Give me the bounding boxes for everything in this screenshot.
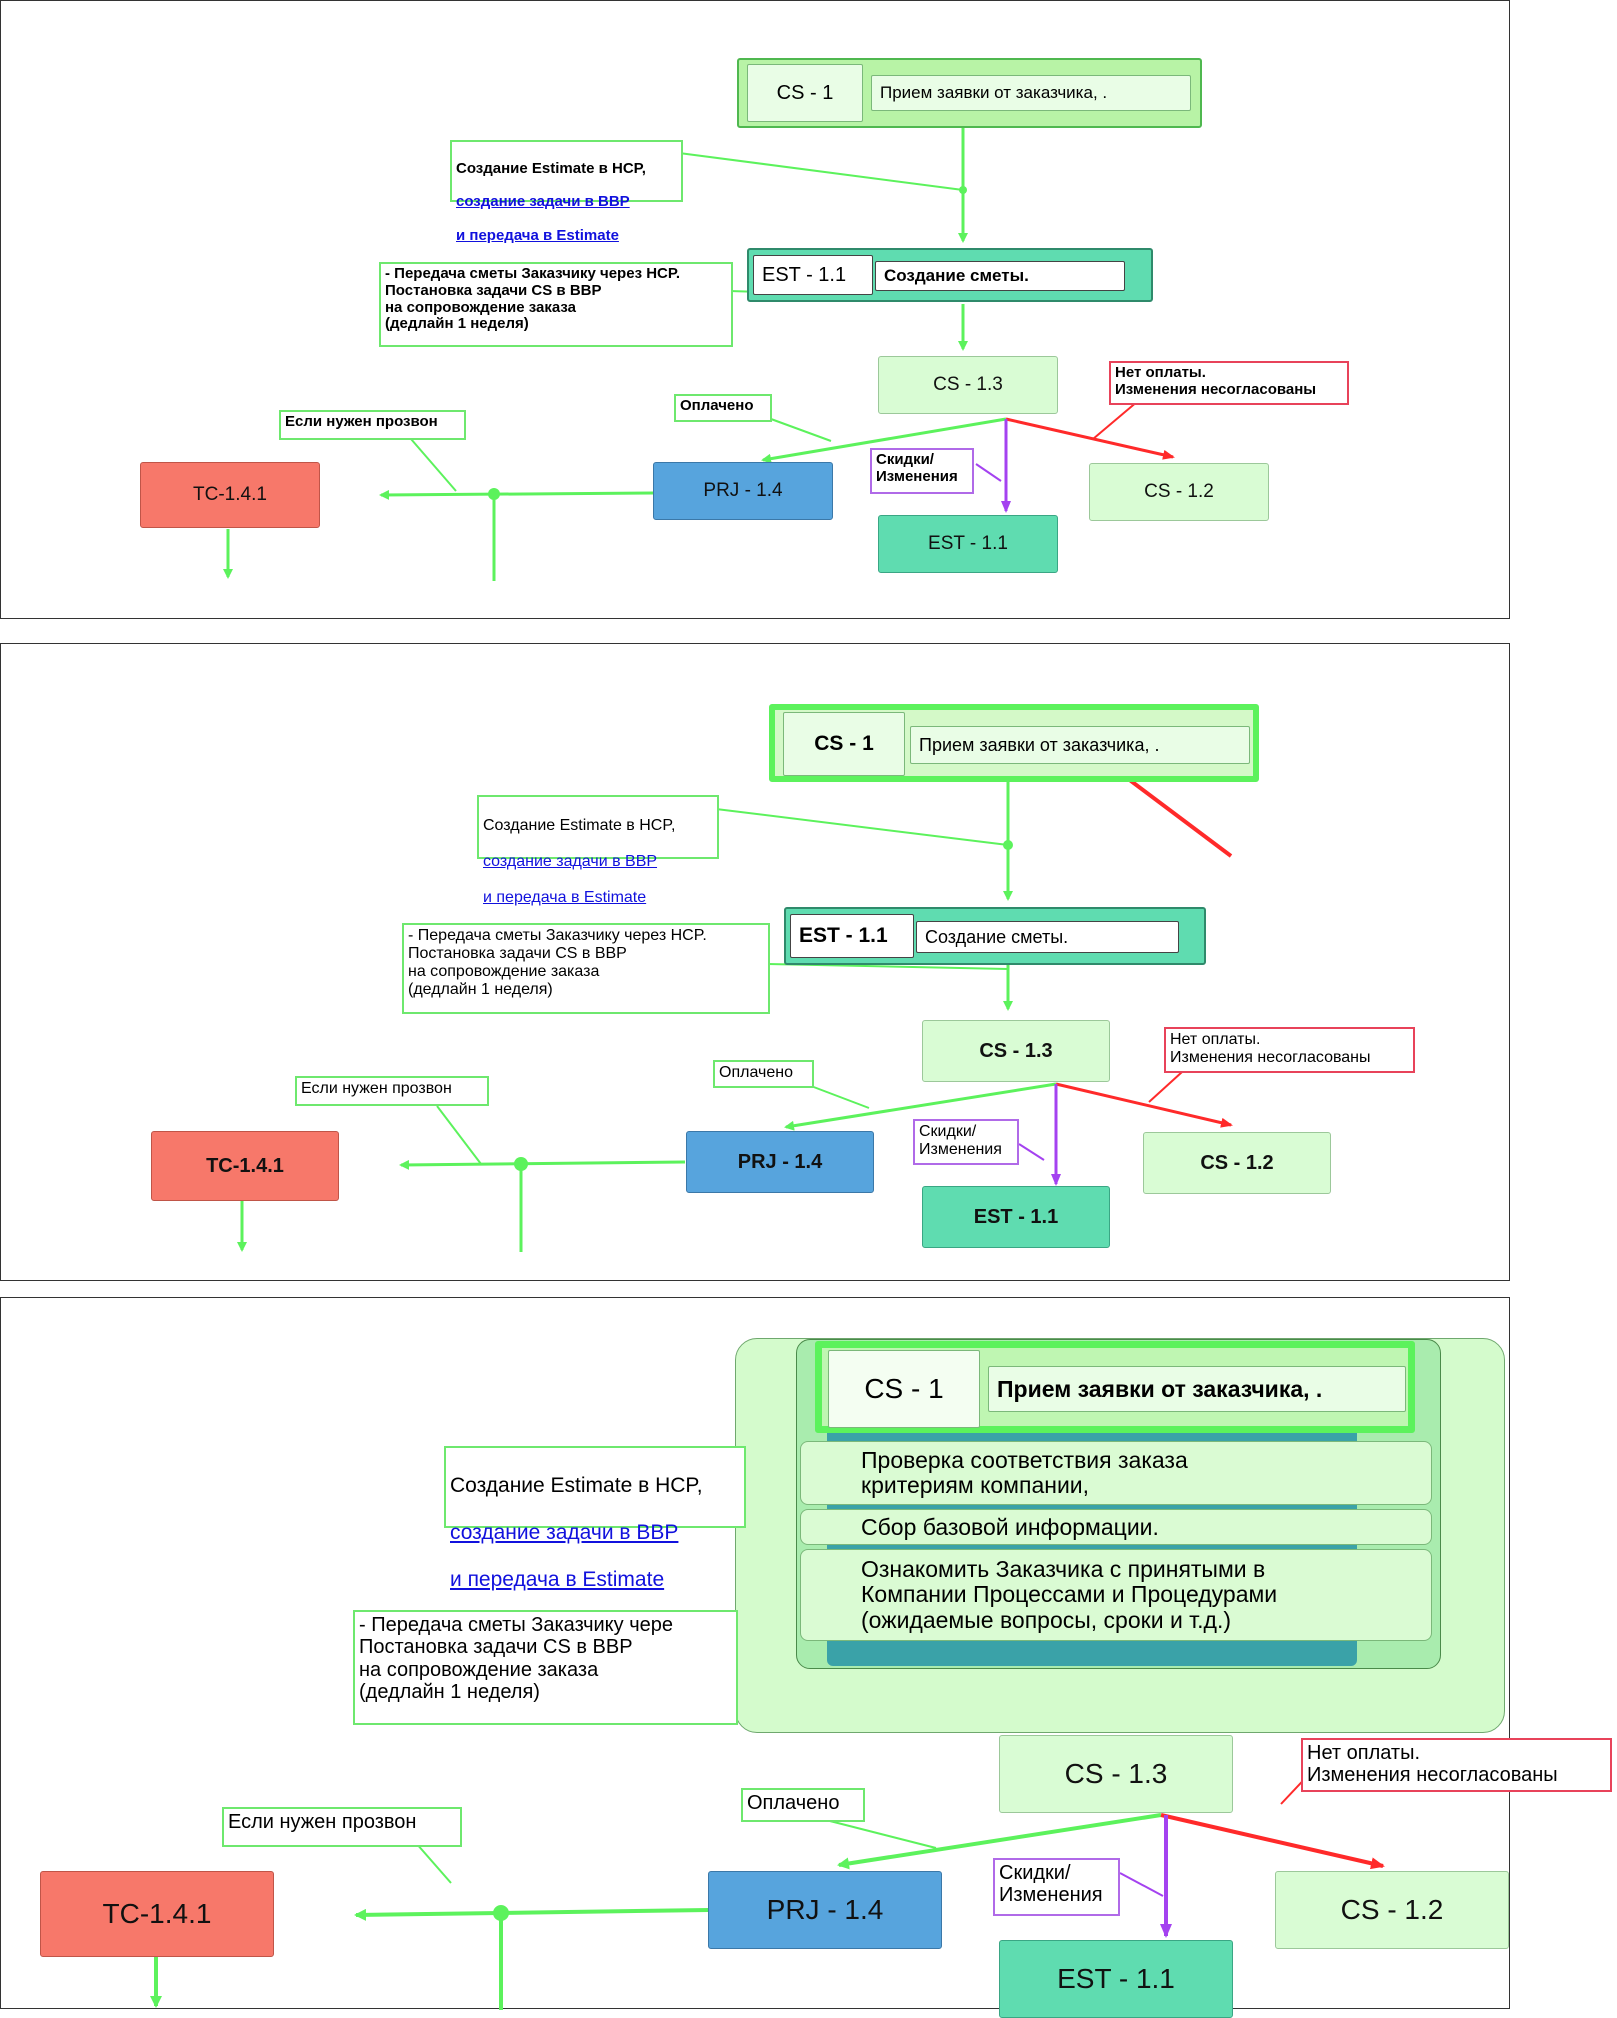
est11b-node[interactable]: EST - 1.1 xyxy=(878,515,1058,573)
call-needed-annotation: Если нужен прозвон xyxy=(279,410,466,440)
paid-annotation: Оплачено xyxy=(713,1060,814,1088)
estimate-annotation: Создание Estimate в HCP, создание задачи… xyxy=(450,140,683,244)
estimate-link-2[interactable]: создание задачи в BBP xyxy=(456,193,630,211)
cs12-node[interactable]: CS - 1.2 xyxy=(1089,463,1269,521)
no-payment-annotation: Нет оплаты. Изменения несогласованы xyxy=(1164,1027,1415,1073)
est11-id[interactable]: EST - 1.1 xyxy=(753,255,873,295)
tc141-node[interactable]: TC-1.4.1 xyxy=(151,1131,339,1201)
panel-1-connectors xyxy=(223,125,1175,581)
task-item-processes[interactable]: Ознакомить Заказчика с принятыми в Компа… xyxy=(800,1549,1432,1641)
paid-annotation: Оплачено xyxy=(674,394,772,422)
panel-3: CS - 1 Прием заявки от заказчика, . Пров… xyxy=(0,1297,1612,2018)
panel-2: CS - 1 Прием заявки от заказчика, . EST … xyxy=(0,643,1510,1281)
estimate-line-1: Создание Estimate в HCP, xyxy=(456,159,646,177)
discounts-annotation: Скидки/ Изменения xyxy=(870,448,974,494)
est11-title[interactable]: Создание сметы. xyxy=(916,921,1179,953)
est11-title[interactable]: Создание сметы. xyxy=(875,261,1125,291)
handover-annotation: - Передача сметы Заказчику через HCP. По… xyxy=(379,262,733,347)
no-payment-annotation: Нет оплаты. Изменения несогласованы xyxy=(1301,1738,1612,1792)
est11b-node[interactable]: EST - 1.1 xyxy=(999,1940,1233,2018)
cs13-node[interactable]: CS - 1.3 xyxy=(878,356,1058,414)
estimate-line-1: Создание Estimate в HCP, xyxy=(483,816,676,834)
prj14-node[interactable]: PRJ - 1.4 xyxy=(708,1871,942,1949)
estimate-annotation: Создание Estimate в HCP, создание задачи… xyxy=(477,795,719,906)
panel-2-connectors xyxy=(237,770,1233,1252)
discounts-annotation: Скидки/ Изменения xyxy=(993,1858,1120,1916)
estimate-link-3[interactable]: и передача в Estimate xyxy=(450,1567,665,1591)
cs1-title[interactable]: Прием заявки от заказчика, . xyxy=(871,75,1191,111)
tc141-node[interactable]: TC-1.4.1 xyxy=(40,1871,274,1957)
cs12-node[interactable]: CS - 1.2 xyxy=(1275,1871,1509,1949)
discounts-annotation: Скидки/ Изменения xyxy=(913,1119,1019,1165)
handover-annotation: - Передача сметы Заказчику чере Постанов… xyxy=(353,1610,738,1725)
estimate-annotation: Создание Estimate в HCP, создание задачи… xyxy=(444,1446,746,1591)
cs12-node[interactable]: CS - 1.2 xyxy=(1143,1132,1331,1194)
estimate-link-3[interactable]: и передача в Estimate xyxy=(483,888,647,906)
cs1-title[interactable]: Прием заявки от заказчика, . xyxy=(988,1366,1406,1412)
est11b-node[interactable]: EST - 1.1 xyxy=(922,1186,1110,1248)
estimate-line-1: Создание Estimate в HCP, xyxy=(450,1473,703,1497)
panel-1: CS - 1 Прием заявки от заказчика, . EST … xyxy=(0,0,1510,619)
cs13-node[interactable]: CS - 1.3 xyxy=(999,1735,1233,1813)
call-needed-annotation: Если нужен прозвон xyxy=(222,1807,462,1847)
tc141-node[interactable]: TC-1.4.1 xyxy=(140,462,320,528)
cs1-id[interactable]: CS - 1 xyxy=(828,1350,980,1428)
call-needed-annotation: Если нужен прозвон xyxy=(295,1076,489,1106)
cs1-title[interactable]: Прием заявки от заказчика, . xyxy=(910,726,1250,764)
est11-id[interactable]: EST - 1.1 xyxy=(790,914,914,958)
no-payment-annotation: Нет оплаты. Изменения несогласованы xyxy=(1109,361,1349,405)
estimate-link-2[interactable]: создание задачи в BBP xyxy=(450,1520,679,1544)
estimate-link-2[interactable]: создание задачи в BBP xyxy=(483,852,658,870)
prj14-node[interactable]: PRJ - 1.4 xyxy=(653,462,833,520)
cs1-id[interactable]: CS - 1 xyxy=(747,64,863,122)
cs1-id[interactable]: CS - 1 xyxy=(783,712,905,776)
task-item-basic-info[interactable]: Сбор базовой информации. xyxy=(800,1509,1432,1545)
handover-annotation: - Передача сметы Заказчику через HCP. По… xyxy=(402,923,770,1014)
prj14-node[interactable]: PRJ - 1.4 xyxy=(686,1131,874,1193)
task-item-criteria[interactable]: Проверка соответствия заказа критериям к… xyxy=(800,1441,1432,1505)
paid-annotation: Оплачено xyxy=(741,1788,865,1822)
estimate-link-3[interactable]: и передача в Estimate xyxy=(456,226,619,244)
cs13-node[interactable]: CS - 1.3 xyxy=(922,1020,1110,1082)
